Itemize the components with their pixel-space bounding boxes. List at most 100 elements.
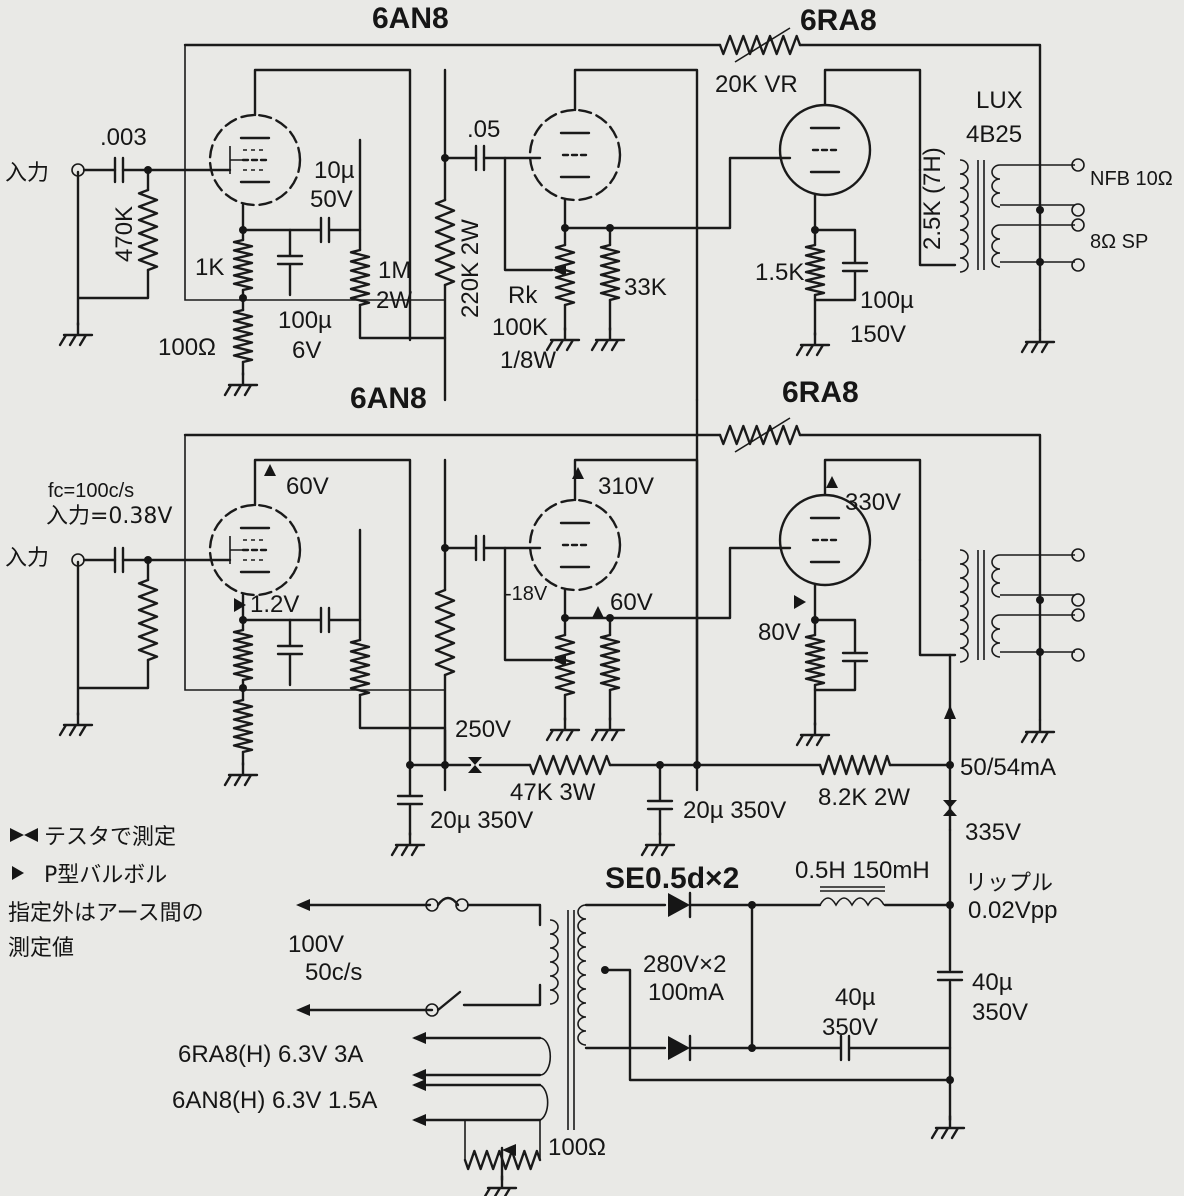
wire — [253, 68, 412, 342]
resistor — [434, 198, 456, 287]
capacitor-plate — [113, 546, 125, 574]
wire — [241, 228, 362, 252]
wire — [823, 458, 922, 562]
wire — [358, 303, 447, 340]
wire — [241, 618, 362, 642]
junction-dot — [1036, 258, 1044, 266]
capacitor-plate — [276, 644, 304, 656]
transformer-core — [977, 160, 985, 270]
tube-label: 6RA8 — [800, 4, 877, 37]
capacitor — [113, 156, 125, 184]
tube-electrode — [559, 521, 591, 569]
cap-label: 6V — [292, 337, 321, 364]
vacuum-tube — [208, 113, 302, 207]
tube-envelope — [208, 503, 302, 597]
input-label: 入力 — [5, 161, 49, 186]
tube-electrode — [239, 136, 271, 184]
resistor — [554, 243, 576, 307]
wire — [603, 968, 952, 1082]
junction-dot — [748, 901, 756, 909]
p-type-marker-icon — [264, 464, 276, 476]
p-type-marker-icon — [12, 866, 24, 880]
diode-icon — [668, 893, 690, 917]
junction-dot — [441, 154, 449, 162]
tube-electrode — [559, 131, 591, 179]
terminal — [1071, 218, 1085, 232]
ground-icon — [795, 331, 831, 357]
wire — [1000, 554, 1075, 653]
resistor — [818, 754, 892, 776]
secondary-label: 280V×2 — [643, 951, 726, 978]
junction-dot — [693, 761, 701, 769]
junction-dot — [441, 761, 449, 769]
vacuum-tube — [778, 493, 872, 587]
ground-icon — [545, 326, 581, 352]
p-type-marker-icon — [572, 467, 584, 479]
capacitor — [276, 254, 304, 266]
resistor — [137, 188, 159, 272]
heater-label: 6AN8(H) 6.3V 1.5A — [172, 1087, 377, 1114]
arrow-icon — [412, 1114, 426, 1126]
wire — [76, 170, 150, 327]
terminal — [1071, 593, 1085, 607]
arrow-icon — [412, 1069, 426, 1081]
wires — [76, 43, 1075, 1182]
vacuum-tube — [208, 503, 302, 597]
mains-label: 100V — [288, 931, 344, 958]
junction-dot — [601, 966, 609, 974]
capacitor — [841, 651, 869, 663]
current-arrow-icon — [944, 705, 956, 719]
res-label: 47K 3W — [510, 779, 596, 806]
terminal — [1071, 648, 1085, 662]
junction-dot — [239, 616, 247, 624]
ground-icon — [640, 831, 676, 857]
wire — [503, 546, 554, 662]
resistor — [804, 633, 826, 687]
heater-label: 6RA8(H) 6.3V 3A — [178, 1041, 363, 1068]
primary-label: 2.5K (7H) — [919, 147, 946, 250]
wire — [813, 618, 857, 692]
resistor — [349, 638, 371, 697]
resistor — [804, 243, 826, 297]
capacitor-plate — [474, 534, 486, 562]
resistor — [528, 754, 612, 776]
wire — [573, 458, 699, 792]
junction-dot — [561, 224, 569, 232]
wire — [253, 458, 412, 732]
current-label: 50/54mA — [960, 754, 1056, 781]
wire — [503, 156, 554, 272]
junction-dot — [811, 616, 819, 624]
junction-dot — [441, 544, 449, 552]
tube-label: 6RA8 — [782, 376, 859, 409]
tester-marker-icon — [10, 828, 38, 842]
resistor — [232, 308, 254, 364]
voltage-label: -18V — [505, 583, 548, 605]
choke-coil — [819, 897, 885, 907]
junction-dot — [1036, 596, 1044, 604]
transformer-coil — [991, 224, 1001, 268]
junction-dot — [1036, 648, 1044, 656]
diode-icon — [668, 1036, 690, 1060]
capacitor — [113, 546, 125, 574]
capacitor-plate — [276, 254, 304, 266]
p-type-marker-icon — [234, 598, 246, 612]
res-label: 33K — [624, 274, 667, 301]
tube-envelope — [778, 103, 872, 197]
tube-grid — [243, 539, 267, 561]
junction-dot — [239, 684, 247, 692]
tube-electrode — [239, 526, 271, 574]
ground-icon — [1020, 718, 1056, 744]
resistor — [232, 628, 254, 682]
terminal — [71, 163, 85, 177]
tester-point-icon — [943, 800, 957, 816]
wire — [688, 1034, 842, 1062]
junction-dot — [1036, 206, 1044, 214]
transformer-coil — [577, 904, 587, 1046]
cap-label: 10µ — [314, 157, 355, 184]
ground-icon — [1020, 328, 1056, 354]
junction-dot — [406, 761, 414, 769]
res-label: 1/8W — [500, 347, 556, 374]
power-transformer-core — [567, 910, 575, 1130]
voltage-label: 80V — [758, 619, 801, 646]
